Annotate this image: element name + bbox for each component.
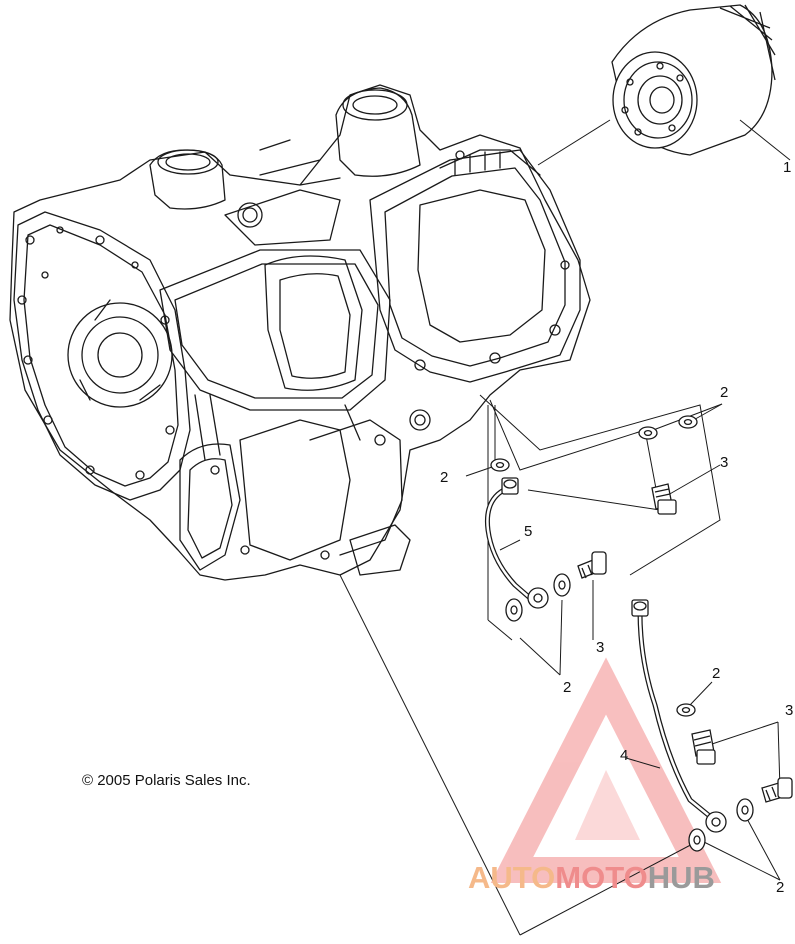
callout-bolt-right: 3	[785, 702, 794, 719]
assembly-leader-lines	[339, 119, 791, 936]
callout-washer-left: 2	[440, 469, 449, 486]
watermark-part-hub: HUB	[647, 860, 715, 895]
callout-bolt-upper: 3	[720, 454, 729, 471]
callout-oil-filter: 1	[783, 159, 792, 176]
callout-bolt-middle: 3	[596, 639, 605, 656]
watermark-logo-icon	[490, 657, 722, 883]
oil-line-upper	[484, 477, 549, 609]
banjo-bolts	[577, 483, 793, 803]
sealing-washers	[490, 415, 754, 852]
callout-washer-top-right: 2	[720, 384, 729, 401]
oil-line-lower	[631, 599, 727, 833]
callout-washer-bottom-left: 2	[563, 679, 572, 696]
callout-washer-bottom-right: 2	[776, 879, 785, 896]
oil-filter	[611, 4, 776, 156]
copyright-notice: © 2005 Polaris Sales Inc.	[82, 772, 251, 789]
engine-crankcase	[9, 84, 591, 581]
callout-washer-lower-right: 2	[712, 665, 721, 682]
watermark-part-moto: MOTO	[555, 860, 648, 895]
callout-oil-line-lower: 4	[620, 747, 629, 764]
watermark-wordmark: AUTOMOTOHUB	[468, 860, 715, 896]
watermark-part-auto: AUTO	[468, 860, 556, 895]
callout-oil-line-upper: 5	[524, 523, 533, 540]
